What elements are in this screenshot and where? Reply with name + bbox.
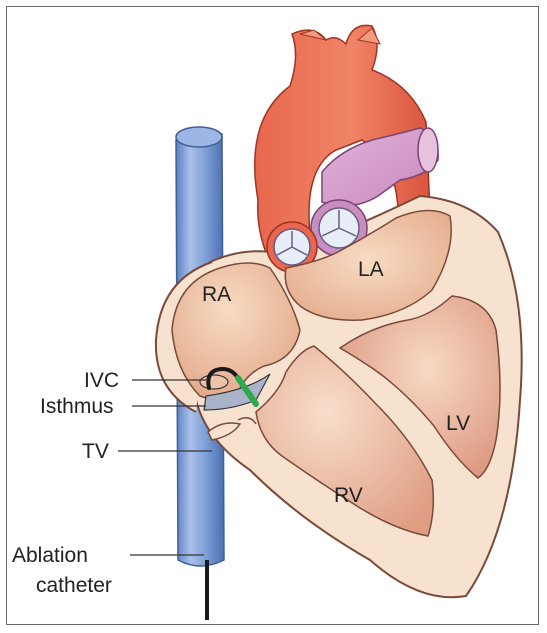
label-ivc: IVC: [84, 369, 119, 392]
label-rv: RV: [334, 484, 363, 507]
ivc-opening: [200, 375, 228, 389]
label-la: LA: [358, 258, 384, 281]
label-ra: RA: [202, 283, 231, 306]
label-ablation-line2: catheter: [36, 574, 112, 597]
label-isthmus: Isthmus: [40, 395, 114, 418]
label-lv: LV: [446, 412, 470, 435]
label-tv: TV: [82, 440, 109, 463]
label-ablation-line1: Ablation: [12, 544, 88, 567]
